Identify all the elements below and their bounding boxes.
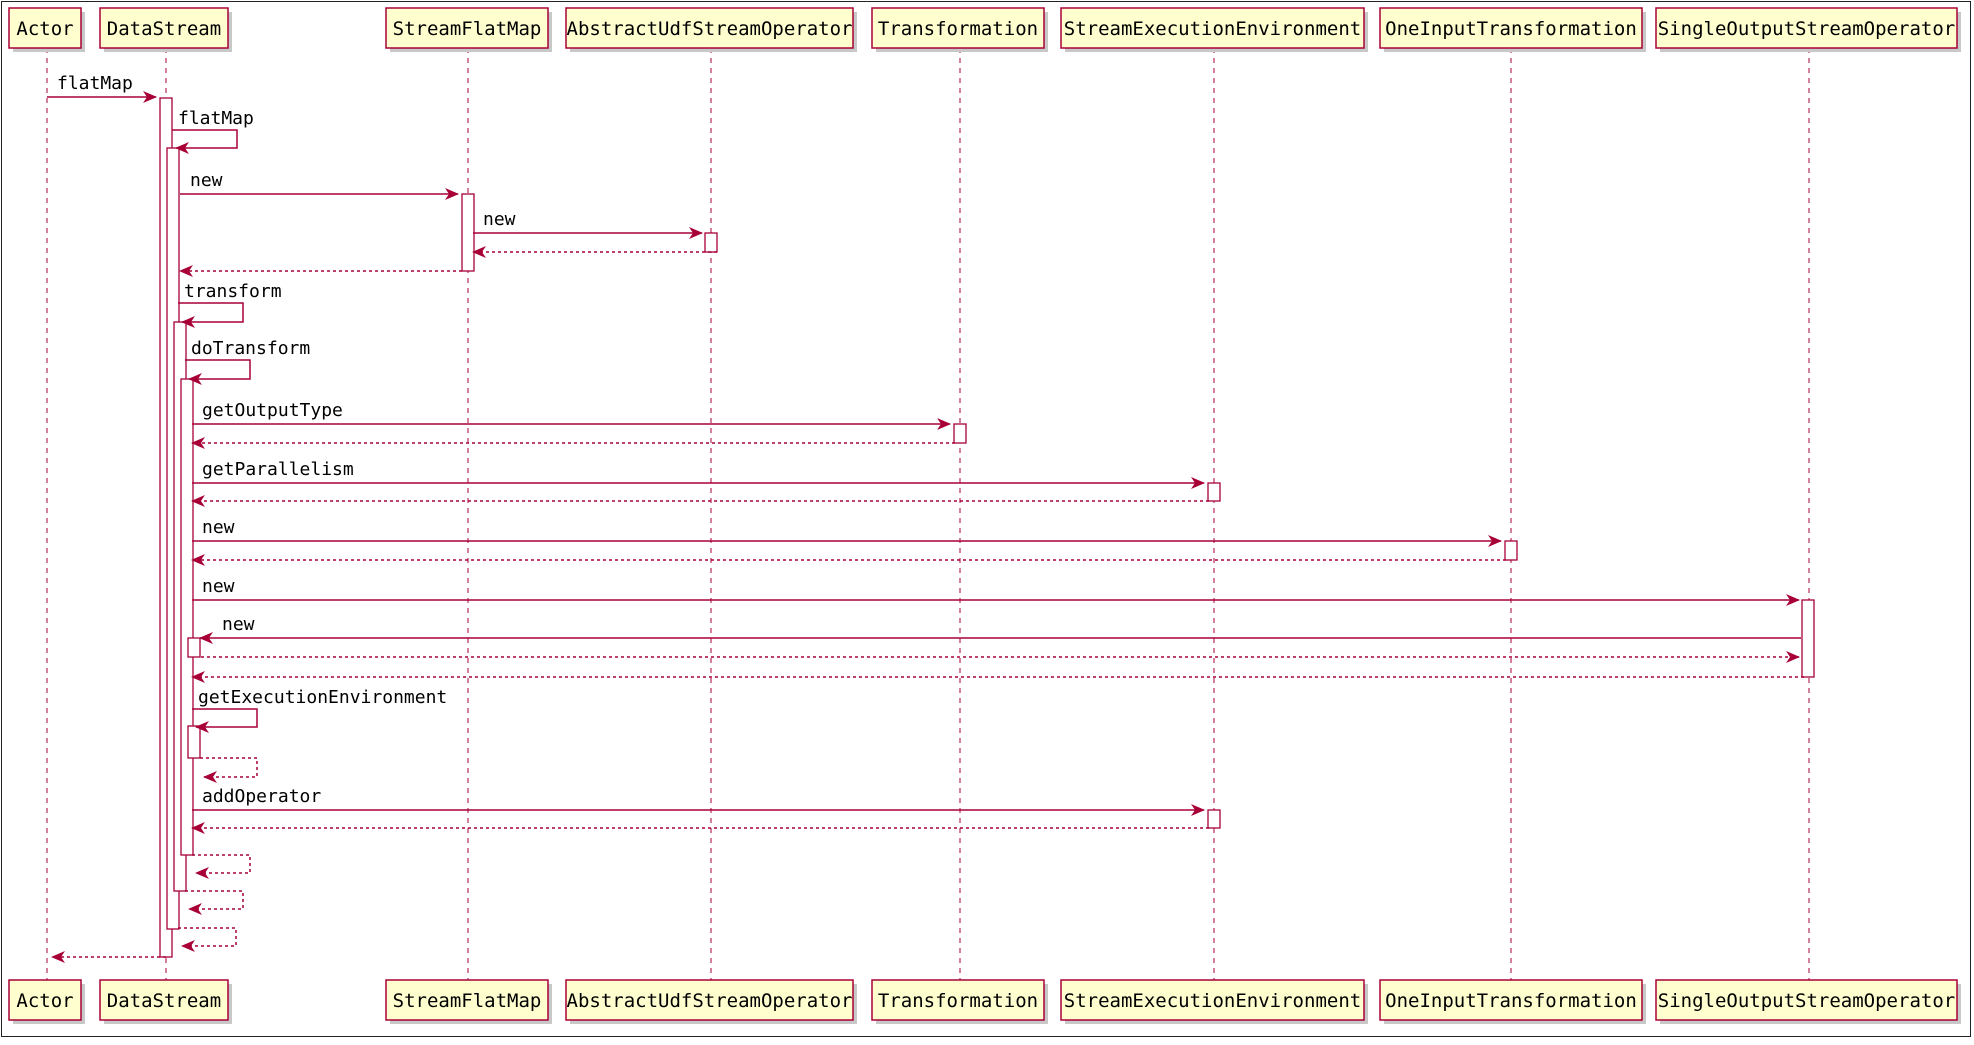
participant-box-streamflatmap-top: StreamFlatMap — [385, 7, 552, 52]
participant-rect — [385, 979, 549, 1021]
participant-box-abstractudf-top: AbstractUdfStreamOperator — [565, 7, 857, 52]
message-label: new — [190, 170, 223, 191]
participant-label: DataStream — [107, 18, 221, 40]
message-label: new — [202, 576, 235, 597]
participant-rect — [385, 7, 549, 49]
message-label: addOperator — [202, 786, 321, 807]
message-label: flatMap — [57, 73, 133, 94]
participant-box-singleoutput-top: SingleOutputStreamOperator — [1655, 7, 1961, 52]
participant-box-datastream-bottom: DataStream — [99, 979, 232, 1024]
participant-label: SingleOutputStreamOperator — [1658, 990, 1955, 1012]
participant-label: Actor — [16, 18, 73, 40]
participant-label: StreamFlatMap — [393, 990, 542, 1012]
activation-bar — [1801, 599, 1815, 678]
message-label: new — [202, 517, 235, 538]
participant-label: AbstractUdfStreamOperator — [567, 18, 853, 40]
participant-label: Actor — [16, 990, 73, 1012]
message-label: new — [483, 209, 516, 230]
message-label: getParallelism — [202, 459, 354, 480]
message-arrow — [200, 757, 258, 783]
activation-bar — [1207, 809, 1221, 829]
participant-label: StreamFlatMap — [393, 18, 542, 40]
participant-box-oneinput-bottom: OneInputTransformation — [1379, 979, 1646, 1024]
message-arrow — [192, 854, 251, 879]
message-arrow — [185, 359, 251, 385]
message-label: getOutputType — [202, 400, 343, 421]
message-arrow — [172, 129, 238, 154]
participant-rect — [8, 7, 82, 49]
message-label: new — [222, 614, 255, 635]
participant-label: StreamExecutionEnvironment — [1064, 990, 1361, 1012]
participant-label: DataStream — [107, 990, 221, 1012]
participant-box-transformation-top: Transformation — [871, 7, 1048, 52]
participant-label: Transformation — [878, 990, 1038, 1012]
participant-box-datastream-top: DataStream — [99, 7, 232, 52]
participant-rect — [871, 7, 1045, 49]
activation-bar — [1207, 482, 1221, 502]
activation-bar — [953, 423, 967, 444]
activation-bar — [461, 193, 475, 272]
participant-rect — [1655, 979, 1958, 1021]
participant-rect — [1379, 979, 1643, 1021]
participant-box-transformation-bottom: Transformation — [871, 979, 1048, 1024]
participant-rect — [99, 7, 229, 49]
participant-rect — [1655, 7, 1958, 49]
participant-rect — [1060, 979, 1365, 1021]
participant-box-actor-bottom: Actor — [8, 979, 85, 1024]
message-label: transform — [184, 281, 282, 302]
participant-label: StreamExecutionEnvironment — [1064, 18, 1361, 40]
participant-label: SingleOutputStreamOperator — [1658, 18, 1955, 40]
participant-box-actor-top: Actor — [8, 7, 85, 52]
participant-rect — [8, 979, 82, 1021]
participant-label: OneInputTransformation — [1385, 18, 1637, 40]
activation-bar — [704, 232, 718, 253]
participant-box-singleoutput-bottom: SingleOutputStreamOperator — [1655, 979, 1961, 1024]
participant-rect — [565, 7, 854, 49]
participant-rect — [99, 979, 229, 1021]
participant-box-streamexecenv-top: StreamExecutionEnvironment — [1060, 7, 1368, 52]
participant-box-abstractudf-bottom: AbstractUdfStreamOperator — [565, 979, 857, 1024]
message-arrow — [178, 927, 237, 952]
message-label: getExecutionEnvironment — [198, 687, 447, 708]
participant-label: Transformation — [878, 18, 1038, 40]
participant-rect — [565, 979, 854, 1021]
participant-box-streamexecenv-bottom: StreamExecutionEnvironment — [1060, 979, 1368, 1024]
participant-box-oneinput-top: OneInputTransformation — [1379, 7, 1646, 52]
message-arrow — [192, 708, 258, 733]
activation-bar — [1504, 540, 1518, 561]
message-arrow — [178, 302, 244, 328]
activation-bar — [187, 725, 201, 759]
participant-rect — [1379, 7, 1643, 49]
message-label: flatMap — [178, 108, 254, 129]
activation-bar — [180, 378, 194, 856]
message-arrow — [185, 890, 244, 915]
participant-label: AbstractUdfStreamOperator — [567, 990, 853, 1012]
participant-rect — [871, 979, 1045, 1021]
participant-rect — [1060, 7, 1365, 49]
participant-box-streamflatmap-bottom: StreamFlatMap — [385, 979, 552, 1024]
activation-bar — [187, 637, 201, 658]
participant-label: OneInputTransformation — [1385, 990, 1637, 1012]
message-label: doTransform — [191, 338, 310, 359]
